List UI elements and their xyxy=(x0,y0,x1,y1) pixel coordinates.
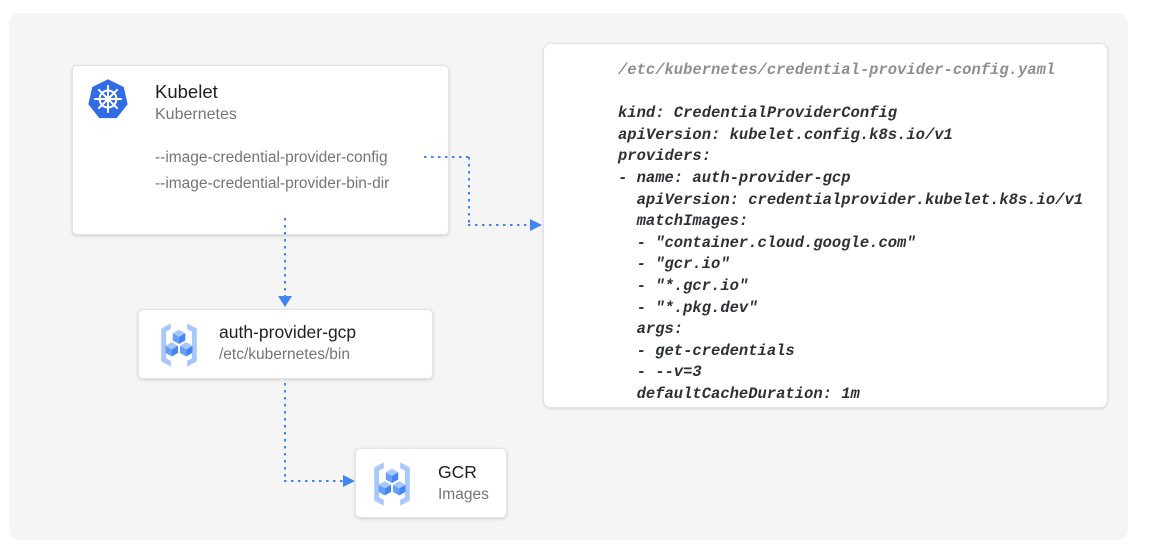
kubelet-flags: --image-credential-provider-config --ima… xyxy=(155,145,389,197)
node-auth-provider-gcp: auth-provider-gcp /etc/kubernetes/bin xyxy=(138,309,433,379)
gcr-icon xyxy=(155,321,203,369)
arrow-config-to-yaml-segment xyxy=(468,224,530,227)
gcr-title: GCR xyxy=(438,462,477,482)
arrow-config-to-yaml-segment xyxy=(424,156,470,159)
credential-provider-config-panel: /etc/kubernetes/credential-provider-conf… xyxy=(543,43,1108,408)
node-gcr: GCR Images xyxy=(355,448,507,518)
kubelet-flag-config: --image-credential-provider-config xyxy=(155,149,388,166)
auth-provider-title: auth-provider-gcp xyxy=(219,322,357,342)
auth-provider-subtitle: /etc/kubernetes/bin xyxy=(219,346,350,363)
arrowhead-right-icon xyxy=(343,474,355,487)
kubernetes-icon xyxy=(87,78,129,120)
arrowhead-down-icon xyxy=(278,296,292,307)
node-kubelet: Kubelet Kubernetes --image-credential-pr… xyxy=(72,65,449,235)
arrowhead-right-icon xyxy=(530,218,542,231)
kubelet-subtitle: Kubernetes xyxy=(155,106,237,123)
arrow-auth-to-gcr-segment xyxy=(284,383,287,482)
gcr-subtitle: Images xyxy=(438,486,489,503)
kubelet-title: Kubelet xyxy=(155,81,218,102)
arrow-config-to-yaml-segment xyxy=(468,157,471,226)
config-file-path: /etc/kubernetes/credential-provider-conf… xyxy=(618,61,1056,79)
gcr-icon xyxy=(368,460,416,508)
arrow-kubelet-to-auth-segment xyxy=(284,218,287,297)
arrow-auth-to-gcr-segment xyxy=(284,480,344,483)
config-yaml-content: kind: CredentialProviderConfig apiVersio… xyxy=(618,104,1084,403)
kubelet-flag-bin-dir: --image-credential-provider-bin-dir xyxy=(155,175,390,192)
